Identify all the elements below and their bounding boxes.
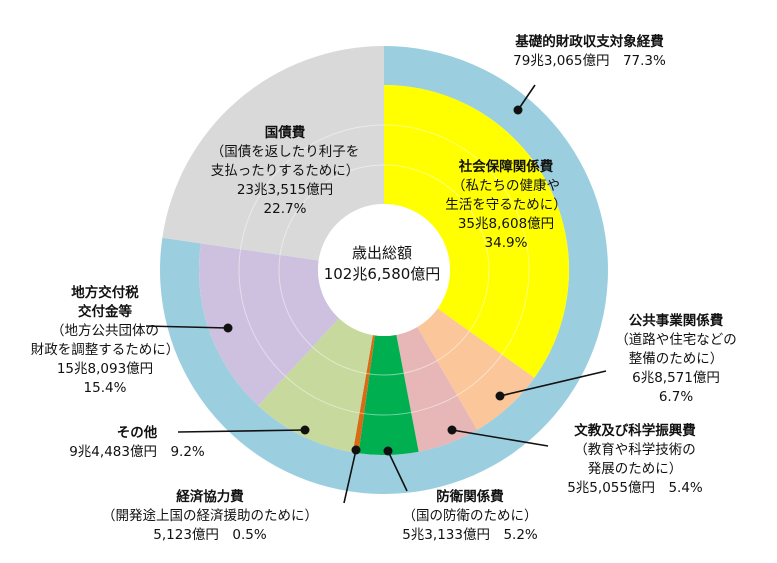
public-name: 公共事業関係費 (628, 313, 724, 329)
label-edu: 文教及び科学振興費 （教育や科学技術の 発展のために） 5兆5,055億円 5.… (540, 422, 730, 498)
center-label: 歳出総額 102兆6,580億円 (312, 243, 452, 285)
slices-layer (160, 46, 609, 495)
slice-public (417, 308, 535, 430)
edu-desc-1: （教育や科学技術の (574, 442, 696, 458)
debt-desc-1: （国債を返したり利子を (210, 144, 360, 160)
leader-dot-local (223, 323, 233, 333)
leader-line-econ (343, 449, 357, 504)
label-defense: 防衛関係費 （国の防衛のために） 5兆3,133億円 5.2% (375, 488, 565, 545)
group-label: 基礎的財政収支対象経費 79兆3,065億円 77.3% (492, 33, 687, 71)
slice-local (198, 243, 340, 406)
other-amount: 9兆4,483億円 9.2% (69, 444, 205, 460)
public-pct: 6.7% (658, 389, 694, 405)
econ-name: 経済協力費 (176, 489, 244, 505)
slice-edu (396, 327, 478, 452)
leader-line-defense (387, 450, 408, 492)
leader-dot-public (495, 391, 505, 401)
slice-econ (352, 335, 375, 454)
local-desc-1: （地方公共団体の (51, 323, 159, 339)
social-amount: 35兆8,608億円 (457, 216, 555, 232)
grid-ring-1 (278, 164, 490, 376)
social-name: 社会保障関係費 (458, 159, 554, 175)
edu-amount: 5兆5,055億円 5.4% (567, 480, 703, 496)
leader-dot-defense (383, 446, 393, 456)
leader-line-edu (451, 429, 549, 447)
leader-line-local (145, 325, 229, 329)
local-name-1: 地方交付税 (71, 285, 139, 301)
slice-defense (358, 334, 419, 455)
center-title: 歳出総額 (351, 244, 412, 262)
public-desc-2: 整備のために） (628, 351, 724, 367)
label-social: 社会保障関係費 （私たちの健康や 生活を守るために） 35兆8,608億円 34… (432, 158, 580, 253)
slice-other (258, 318, 373, 453)
local-amount: 15兆8,093億円 (56, 361, 154, 377)
defense-name: 防衛関係費 (436, 489, 504, 505)
local-name-2: 交付金等 (78, 304, 132, 320)
center-hole (318, 204, 450, 336)
public-amount: 6兆8,571億円 (632, 370, 720, 386)
leader-dot-group (513, 105, 523, 115)
leader-line-group (517, 84, 536, 111)
center-total: 102兆6,580億円 (323, 265, 441, 283)
leader-dot-edu (447, 425, 457, 435)
leader-line-other (177, 429, 306, 433)
group-amount: 79兆3,065億円 77.3% (513, 53, 666, 69)
debt-name: 国債費 (264, 125, 306, 141)
group-title: 基礎的財政収支対象経費 (515, 34, 664, 50)
label-debt: 国債費 （国債を返したり利子を 支払ったりするために） 23兆3,515億円 2… (195, 124, 375, 219)
edu-name: 文教及び科学振興費 (574, 423, 696, 439)
social-desc-1: （私たちの健康や (452, 178, 560, 194)
leader-lines (145, 84, 607, 504)
edu-desc-2: 発展のために） (587, 461, 683, 477)
label-public: 公共事業関係費 （道路や住宅などの 整備のために） 6兆8,571億円 6.7% (596, 312, 756, 407)
social-pct: 34.9% (484, 235, 528, 251)
leader-line-public (499, 370, 607, 397)
defense-amount: 5兆3,133億円 5.2% (402, 527, 538, 543)
label-local: 地方交付税 交付金等 （地方公共団体の 財政を調整するために） 15兆8,093… (25, 284, 185, 398)
leader-dot-econ (351, 445, 361, 455)
local-desc-2: 財政を調整するために） (30, 342, 180, 358)
label-other: その他 9兆4,483億円 9.2% (52, 424, 222, 462)
defense-desc: （国の防衛のために） (402, 508, 538, 524)
leader-dot-other (300, 425, 310, 435)
public-desc-1: （道路や住宅などの (615, 332, 737, 348)
grid-ring-2 (238, 124, 530, 416)
social-desc-2: 生活を守るために） (445, 197, 567, 213)
other-name: その他 (116, 425, 158, 441)
debt-amount: 23兆3,515億円 (236, 182, 334, 198)
debt-desc-2: 支払ったりするために） (210, 163, 360, 179)
slice-debt (162, 46, 384, 261)
debt-pct: 22.7% (263, 201, 307, 217)
slice-social (384, 85, 569, 378)
econ-amount: 5,123億円 0.5% (153, 527, 267, 543)
label-econ: 経済協力費 （開発途上国の経済援助のために） 5,123億円 0.5% (70, 488, 350, 545)
econ-desc: （開発途上国の経済援助のために） (102, 508, 318, 524)
local-pct: 15.4% (83, 380, 127, 396)
